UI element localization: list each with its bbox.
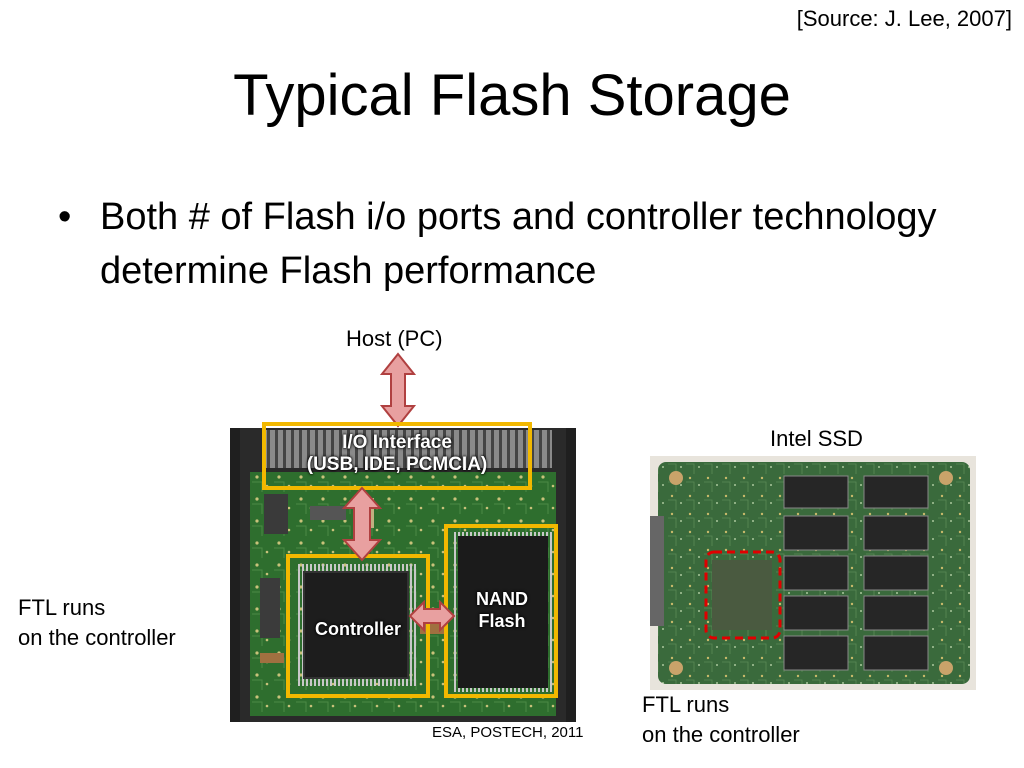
source-citation: [Source: J. Lee, 2007] [796, 6, 1012, 31]
ftl-right-note: FTL runs on the controller [642, 690, 800, 750]
host-label: Host (PC) [346, 326, 443, 351]
controller-nand-arrow [408, 600, 456, 632]
intel-ssd-label: Intel SSD [770, 426, 863, 451]
ftl-left-note: FTL runs on the controller [18, 593, 176, 653]
io-interface-box [262, 422, 532, 490]
ftl-right-line2: on the controller [642, 722, 800, 747]
host-io-arrow [379, 352, 417, 428]
ftl-left-line2: on the controller [18, 625, 176, 650]
nand-line2: Flash [478, 611, 526, 631]
footer-credit: ESA, POSTECH, 2011 [432, 724, 584, 741]
compact-flash-card-image [230, 428, 576, 722]
slide-title: Typical Flash Storage [233, 63, 791, 128]
nand-flash-label: NAND Flash [450, 588, 554, 632]
nand-line1: NAND [476, 589, 528, 609]
io-controller-arrow [341, 486, 383, 562]
ftl-left-line1: FTL runs [18, 595, 106, 620]
io-interface-line1: I/O Interface [342, 432, 452, 453]
controller-label: Controller [314, 619, 401, 639]
io-interface-line2: (USB, IDE, PCMCIA) [306, 454, 488, 475]
io-interface-label: I/O Interface (USB, IDE, PCMCIA) [264, 432, 530, 476]
intel-ssd-image [650, 456, 976, 690]
ftl-right-line1: FTL runs [642, 692, 730, 717]
bullet-text: Both # of Flash i/o ports and controller… [100, 196, 937, 292]
bullet-marker: • [58, 196, 72, 238]
